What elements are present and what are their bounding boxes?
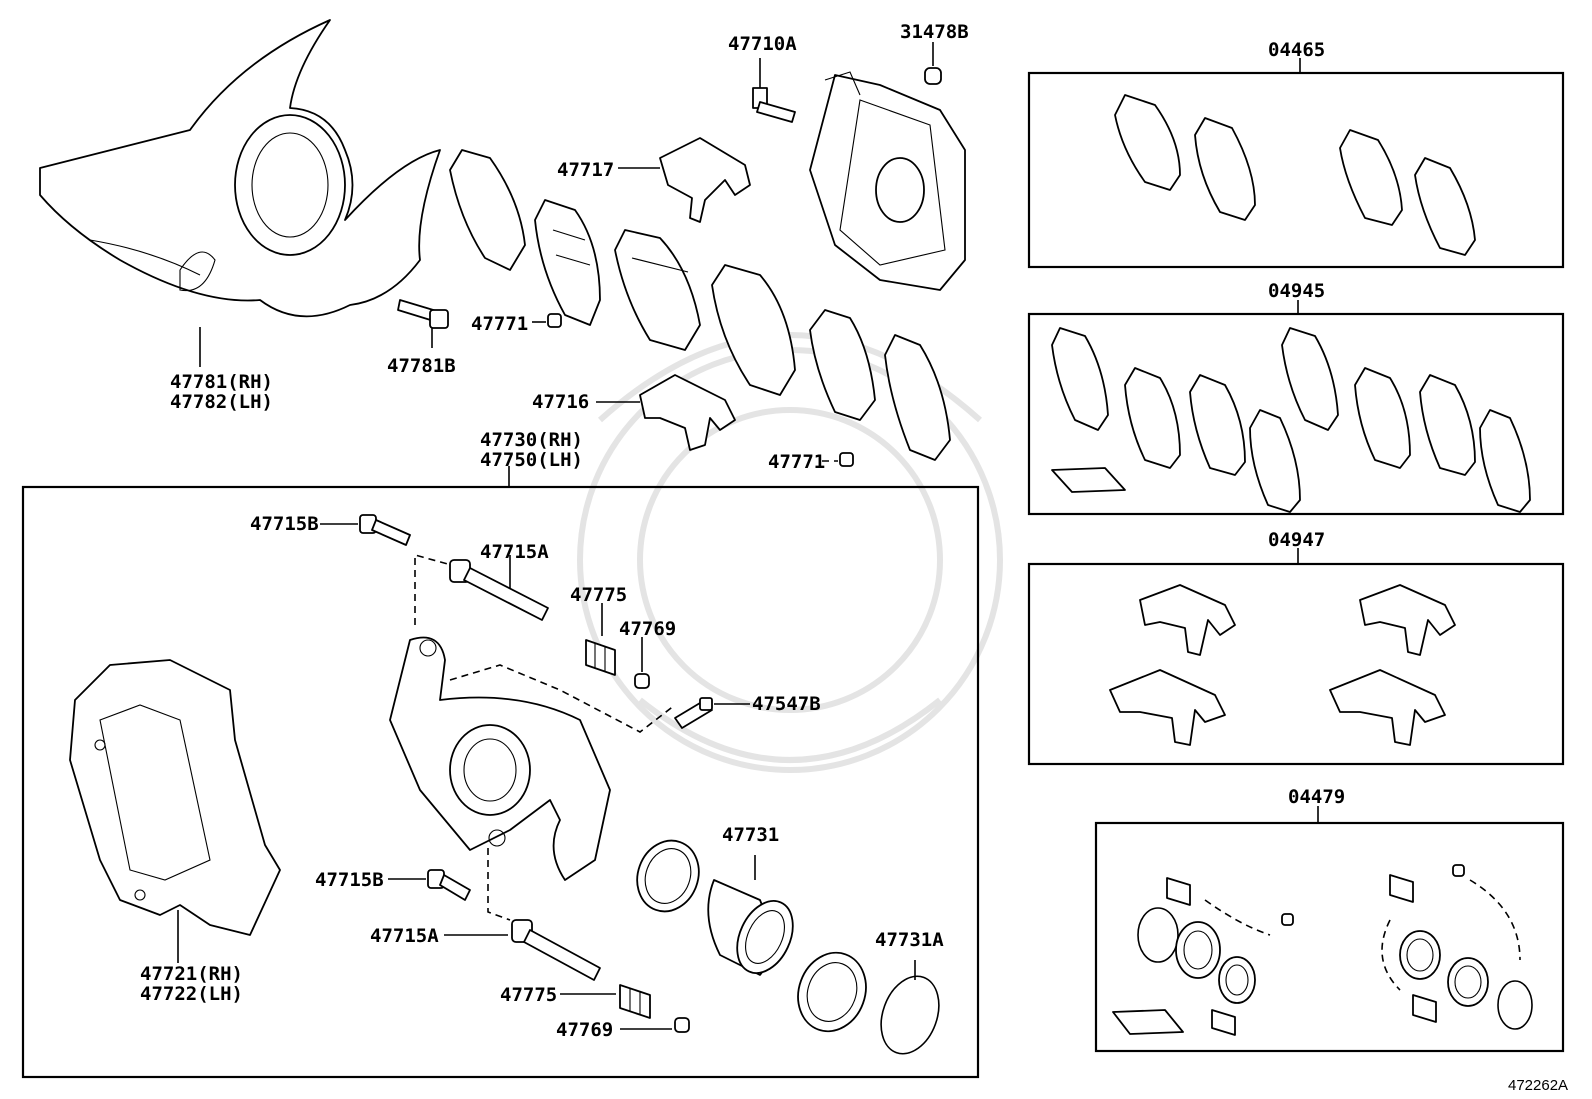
caliper-cylinder-part[interactable] xyxy=(389,636,611,881)
label-anti-squeal-bottom[interactable]: 47716 xyxy=(532,391,589,413)
shield-bolt-part[interactable] xyxy=(397,299,449,329)
kit-04465-box xyxy=(1027,71,1565,269)
set-ring-part[interactable] xyxy=(871,968,949,1062)
label-pad-bolt[interactable]: 47710A xyxy=(728,33,797,55)
label-anti-squeal-top[interactable]: 47717 xyxy=(557,159,614,181)
label-slide-pin-top[interactable]: 47715A xyxy=(480,541,549,563)
kit-04947-box xyxy=(1027,562,1565,766)
pin-bolt-bottom-part[interactable] xyxy=(427,869,471,901)
wear-indicator-clip-1[interactable] xyxy=(547,313,562,328)
brake-pad-5[interactable] xyxy=(809,309,876,421)
callout-labels: 47781(RH) 47782(LH) 47781B 47710A 31478B… xyxy=(140,21,1568,1094)
kit-04479-seals[interactable] xyxy=(1112,864,1533,1036)
label-slide-pin-bottom[interactable]: 47715A xyxy=(370,925,439,947)
piston-seal-ring-part[interactable] xyxy=(627,832,708,920)
label-kit-04479[interactable]: 04479 xyxy=(1288,786,1345,808)
slide-pin-top-part[interactable] xyxy=(449,559,549,621)
kit-04945-pads[interactable] xyxy=(1051,327,1531,513)
label-shield-lh[interactable]: 47782(LH) xyxy=(170,391,273,413)
anti-squeal-shim-bottom-part[interactable] xyxy=(639,374,736,451)
brake-pad-4[interactable] xyxy=(711,264,796,396)
wear-indicator-clip-2[interactable] xyxy=(839,452,854,467)
slide-pin-bottom-part[interactable] xyxy=(511,919,601,981)
label-kit-04947[interactable]: 04947 xyxy=(1268,529,1325,551)
label-pin-bolt-top[interactable]: 47715B xyxy=(250,513,319,535)
label-seal[interactable]: 47731A xyxy=(875,929,944,951)
label-bushing-bottom[interactable]: 47769 xyxy=(556,1019,613,1041)
caliper-mounting-part[interactable] xyxy=(69,659,281,936)
pin-bolt-top-part[interactable] xyxy=(359,514,411,546)
kit-04479-box xyxy=(1094,821,1565,1053)
label-cap[interactable]: 31478B xyxy=(900,21,969,43)
label-wear-clip-1[interactable]: 47771 xyxy=(471,313,528,335)
label-mounting-lh[interactable]: 47722(LH) xyxy=(140,983,243,1005)
anti-squeal-shim-top-part[interactable] xyxy=(659,137,751,223)
brake-pad-2[interactable] xyxy=(534,199,601,326)
brake-pad-6[interactable] xyxy=(884,334,951,461)
caliper-assembly-box xyxy=(21,485,980,1079)
label-shield-bolt[interactable]: 47781B xyxy=(387,355,456,377)
brake-pad-1[interactable] xyxy=(449,149,526,271)
label-boot-bottom[interactable]: 47775 xyxy=(500,984,557,1006)
caliper-assembly-top-part[interactable] xyxy=(809,71,966,291)
diagram-code: 472262A xyxy=(1508,1077,1568,1094)
boot-bottom-part[interactable] xyxy=(619,984,651,1019)
label-bleeder[interactable]: 47547B xyxy=(752,693,821,715)
piston-part[interactable] xyxy=(707,879,803,982)
label-shield-rh[interactable]: 47781(RH) xyxy=(170,371,273,393)
dust-shield-part[interactable] xyxy=(39,19,441,318)
label-boot-top[interactable]: 47775 xyxy=(570,584,627,606)
bushing-top-part[interactable] xyxy=(634,673,650,689)
pad-bolt-part[interactable] xyxy=(752,87,796,123)
label-cylinder-rh[interactable]: 47730(RH) xyxy=(480,429,583,451)
label-mounting-rh[interactable]: 47721(RH) xyxy=(140,963,243,985)
label-kit-04465[interactable]: 04465 xyxy=(1268,39,1325,61)
bleeder-plug-part[interactable] xyxy=(674,697,713,729)
boot-top-part[interactable] xyxy=(585,639,616,676)
kit-04945-box xyxy=(1027,312,1565,516)
brake-pad-3[interactable] xyxy=(614,229,701,351)
label-piston[interactable]: 47731 xyxy=(722,824,779,846)
label-cylinder-lh[interactable]: 47750(LH) xyxy=(480,449,583,471)
kit-04465-pads[interactable] xyxy=(1114,94,1476,256)
label-wear-clip-2[interactable]: 47771 xyxy=(768,451,825,473)
cylinder-boot-part[interactable] xyxy=(787,943,876,1041)
label-kit-04945[interactable]: 04945 xyxy=(1268,280,1325,302)
bushing-bottom-part[interactable] xyxy=(674,1017,690,1033)
kit-04947-shims[interactable] xyxy=(1109,584,1456,746)
label-pin-bolt-bottom[interactable]: 47715B xyxy=(315,869,384,891)
label-bushing-top[interactable]: 47769 xyxy=(619,618,676,640)
bleeder-cap-part[interactable] xyxy=(924,67,942,85)
